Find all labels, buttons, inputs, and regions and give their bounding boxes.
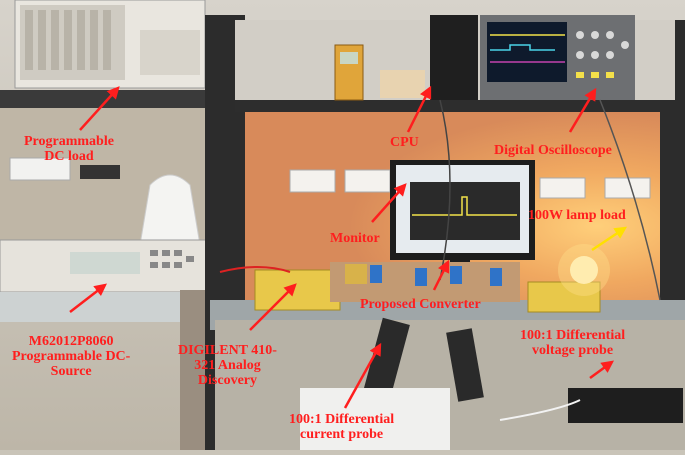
arrow-current-probe bbox=[343, 342, 382, 409]
lamp-bulb bbox=[570, 256, 598, 284]
current-probe bbox=[362, 317, 410, 403]
arrow-monitor bbox=[371, 183, 407, 223]
label-digilent: DIGILENT 410- 321 Analog Discovery bbox=[178, 343, 277, 388]
label-converter: Proposed Converter bbox=[360, 297, 481, 312]
label-cpu: CPU bbox=[390, 135, 419, 150]
arrow-lamp bbox=[591, 226, 628, 252]
arrow-voltage-probe bbox=[589, 360, 615, 380]
label-oscilloscope: Digital Oscilloscope bbox=[494, 143, 612, 158]
arrow-dc-load bbox=[79, 86, 120, 131]
label-voltage-probe: 100:1 Differential voltage probe bbox=[520, 328, 626, 358]
voltage-probe bbox=[568, 388, 683, 423]
arrow-oscilloscope bbox=[568, 87, 597, 133]
arrow-digilent bbox=[249, 283, 297, 331]
label-dc-load: Programmable DC load bbox=[24, 134, 114, 164]
arrow-dc-source bbox=[69, 283, 107, 313]
label-current-probe: 100:1 Differential current probe bbox=[289, 412, 395, 442]
arrow-cpu bbox=[406, 85, 432, 133]
cpu-tower bbox=[430, 15, 478, 100]
label-monitor: Monitor bbox=[330, 231, 380, 246]
digilent-device bbox=[254, 269, 341, 311]
label-lamp: 100W lamp load bbox=[528, 208, 626, 223]
label-dc-source: M62012P8060 Programmable DC- Source bbox=[12, 334, 131, 379]
arrow-converter bbox=[432, 259, 450, 291]
